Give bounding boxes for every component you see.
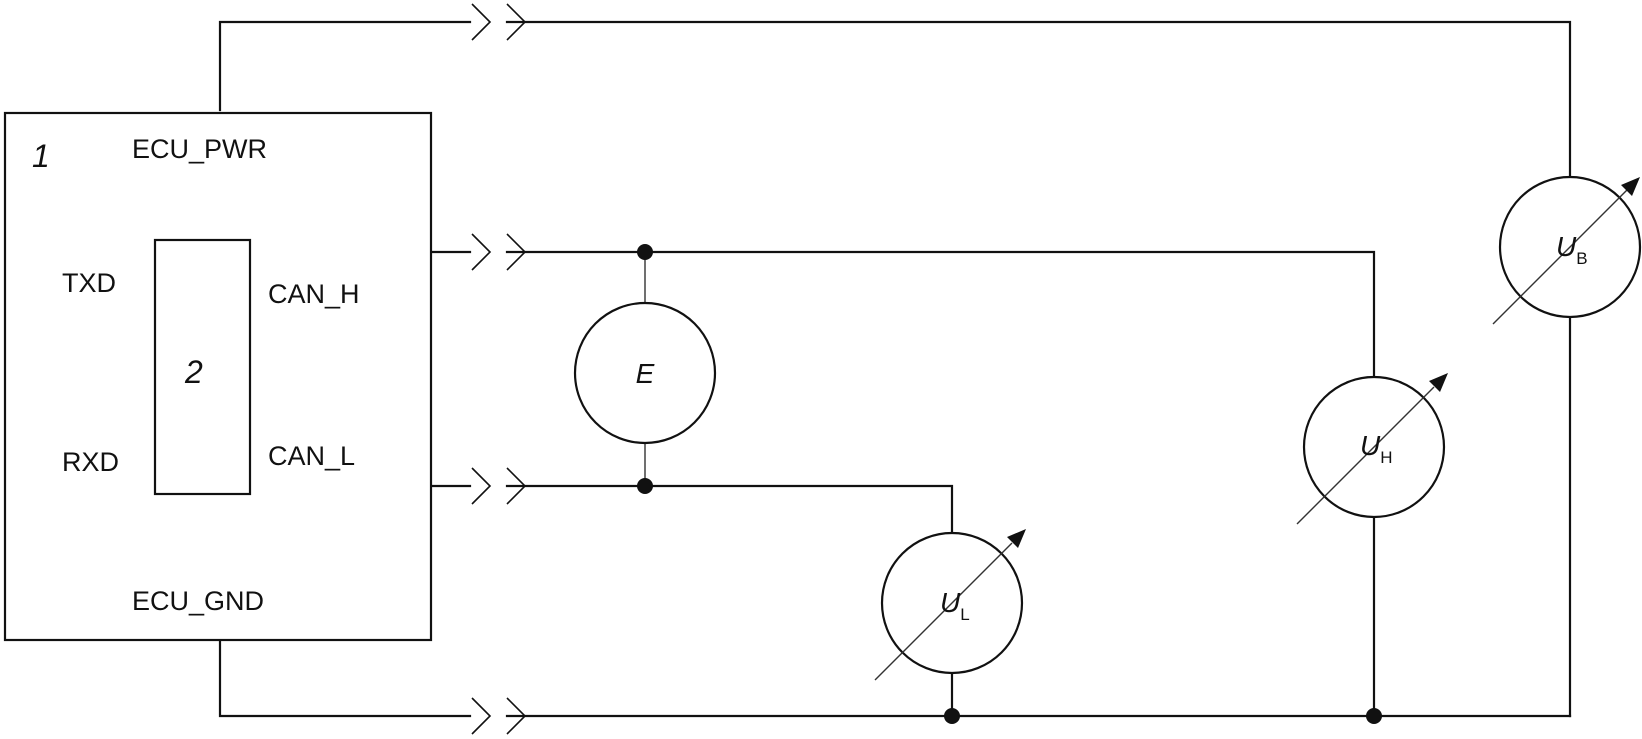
source-uh-adjust-arrow [1296,386,1435,525]
source-uh-arrowhead [1429,373,1448,392]
ground-connector-plug [471,697,492,735]
source-e-circle [573,301,717,445]
can-h-connector-socket [506,233,527,271]
can-l-connector-plug [471,467,492,505]
source-ul-adjust-arrow [874,542,1013,681]
txd-label: TXD [62,268,116,298]
power-wire-right [505,20,1572,179]
power-wire [218,20,472,112]
junction-ground-ul [944,708,960,724]
power-connector-socket [506,3,527,41]
transceiver-block [153,238,252,496]
source-uh-label: UH [1360,430,1393,467]
junction-can-h [637,244,653,260]
transceiver-number: 2 [184,354,203,390]
can-h-connector-plug [471,233,492,271]
source-ul: UL [874,529,1026,681]
source-ub-adjust-arrow [1492,186,1631,325]
source-uh-subscript: H [1380,448,1392,467]
power-connector-plug [471,3,492,41]
source-uh-symbol: U [1360,430,1381,461]
can-l-label: CAN_L [268,441,355,471]
source-ub: UB [1492,175,1642,325]
connectors [471,3,527,735]
source-ul-symbol: U [940,587,961,618]
can-h-wire [505,250,1376,389]
junction-ground-uh [1366,708,1382,724]
junction-can-l [637,478,653,494]
source-ub-subscript: B [1576,249,1587,268]
rxd-label: RXD [62,447,119,477]
ground-wire [218,639,472,718]
source-ul-label: UL [940,587,970,624]
ecu-number: 1 [32,138,50,174]
ecu-ground-label: ECU_GND [132,586,264,616]
source-ub-label: UB [1556,231,1588,268]
source-ul-subscript: L [960,605,969,624]
source-uh: UH [1296,373,1448,525]
junctions [637,244,1382,724]
source-e: E [573,301,717,445]
source-ub-symbol: U [1556,231,1577,262]
source-ul-arrowhead [1007,529,1026,548]
ground-connector-socket [506,697,527,735]
ecu-power-label: ECU_PWR [132,134,267,164]
can-l-connector-socket [506,467,527,505]
source-e-symbol: E [636,358,655,389]
source-ub-arrowhead [1621,177,1640,196]
can-l-wire [505,484,954,535]
can-h-label: CAN_H [268,279,360,309]
